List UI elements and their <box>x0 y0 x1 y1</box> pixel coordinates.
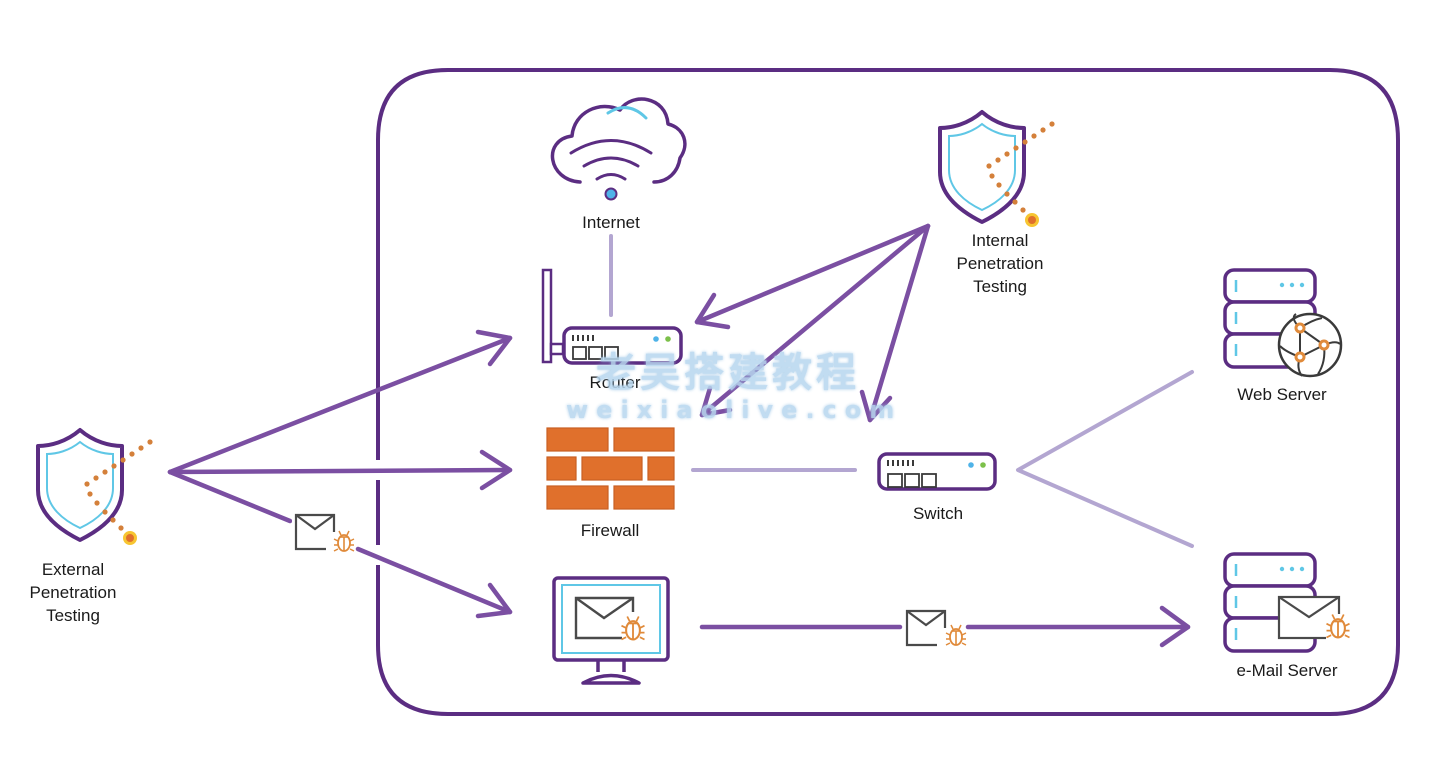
mail-server-label: e-Mail Server <box>1236 661 1338 680</box>
router-icon <box>541 268 683 365</box>
arrowhead <box>479 449 513 491</box>
firewall-label: Firewall <box>580 521 640 540</box>
external-pentest-shield-icon <box>36 428 155 547</box>
label-line: Testing <box>46 606 100 625</box>
malicious-email-icon <box>903 607 967 653</box>
server-globe-icon <box>1223 268 1343 378</box>
internal-pentest-shield-icon <box>938 110 1057 229</box>
arrow-external-email-b <box>355 546 513 615</box>
internal-attack-arrows <box>694 223 931 423</box>
arrowhead <box>475 582 513 619</box>
arrowhead <box>699 385 733 418</box>
link-switch-servers <box>1016 370 1194 548</box>
monitor-infected-email-icon <box>552 576 670 685</box>
label-line: Penetration <box>29 583 117 602</box>
arrow-internal-router <box>694 223 931 325</box>
brick-wall-icon <box>546 427 675 510</box>
arrow-external-router <box>167 335 513 475</box>
router-label: Router <box>589 373 641 392</box>
external-pentest-label: External Penetration Testing <box>13 558 133 627</box>
arrowhead <box>859 389 893 423</box>
internal-pentest-label: Internal Penetration Testing <box>940 229 1060 298</box>
server-email-bug-icon <box>1223 552 1351 653</box>
label-line: Internal <box>971 231 1029 250</box>
switch-icon <box>877 452 997 491</box>
arrow-external-firewall <box>167 467 513 475</box>
arrowhead <box>694 292 731 330</box>
label-line: Testing <box>973 277 1027 296</box>
switch-label: Switch <box>912 504 964 523</box>
arrow-internal-switch <box>867 223 931 423</box>
cloud-wifi-icon <box>550 97 687 201</box>
web-server-label: Web Server <box>1237 385 1327 404</box>
malicious-email-icon <box>292 511 355 557</box>
network-boundary <box>376 68 1400 716</box>
arrow-external-email-a <box>167 469 293 524</box>
label-line: Penetration <box>956 254 1044 273</box>
arrow-internal-firewall <box>699 223 931 418</box>
internet-label: Internet <box>582 213 640 232</box>
external-attack-arrows <box>167 329 513 619</box>
label-line: External <box>41 560 105 579</box>
arrowhead <box>475 329 513 367</box>
arrowhead <box>1159 605 1191 648</box>
arrow-workstation-mailserver <box>699 605 1191 648</box>
